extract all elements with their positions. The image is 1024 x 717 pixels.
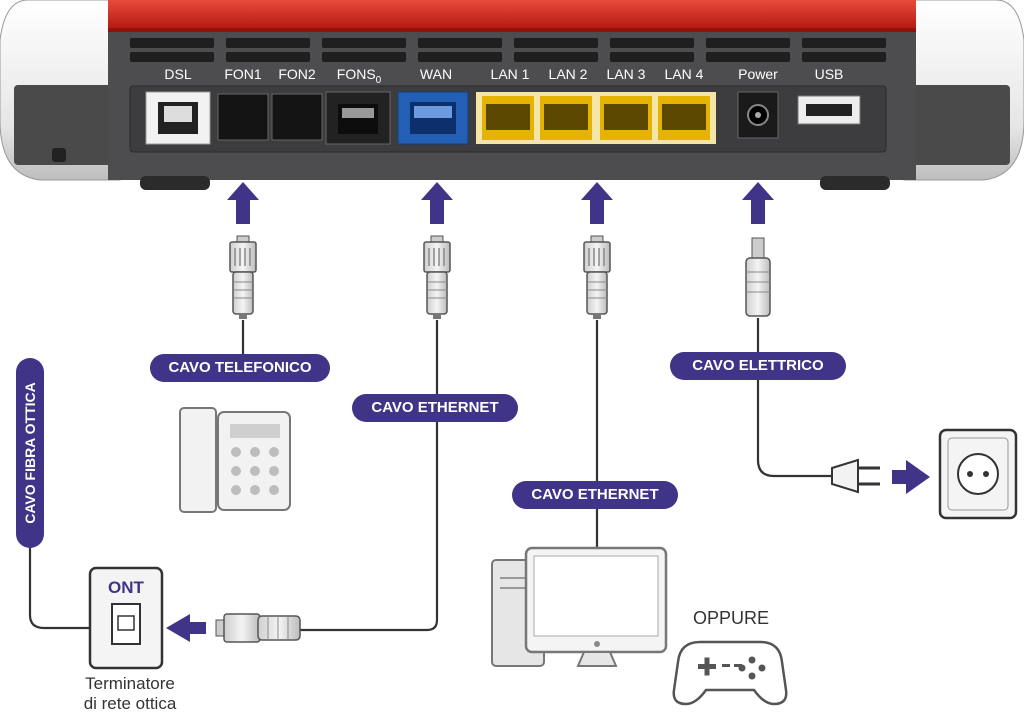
game-controller-icon (672, 640, 788, 706)
port-label-lan2: LAN 2 (548, 66, 588, 82)
lan-ethernet-cable-label: CAVO ETHERNET (512, 481, 678, 509)
lan-plug-icon (583, 235, 611, 320)
wan-ethernet-cable-label: CAVO ETHERNET (352, 394, 518, 422)
cables (28, 318, 832, 632)
usb-port (797, 95, 861, 125)
wan-port (397, 91, 469, 145)
wan-plug-icon (423, 235, 451, 320)
power-cable-label: CAVO ELETTRICO (670, 352, 846, 380)
fons0-port (325, 91, 391, 145)
power-plug-icon (745, 237, 771, 317)
or-label: OPPURE (692, 608, 770, 628)
port-label-power: Power (738, 66, 778, 82)
port-label-lan4: LAN 4 (664, 66, 704, 82)
router (0, 0, 1024, 190)
port-label-usb: USB (814, 66, 844, 82)
ont-label: ONT (108, 578, 144, 597)
port-label-fon1: FON1 (224, 66, 262, 82)
dsl-port (145, 91, 211, 145)
power-arrow-icon (742, 182, 774, 224)
power-plug-prongs-icon (831, 458, 880, 494)
power-port (737, 91, 779, 139)
port-label-wan: WAN (419, 66, 453, 82)
fon2-port (271, 93, 323, 141)
phone-arrow-icon (227, 182, 259, 224)
phone-cable-label: CAVO TELEFONICO (150, 354, 330, 382)
telephone-icon (179, 407, 291, 513)
port-label-dsl: DSL (164, 66, 192, 82)
ont-caption-line-1: Terminatore (85, 674, 175, 693)
socket-arrow-icon (892, 460, 930, 494)
ont-box-icon (88, 566, 164, 670)
port-label-fon2: FON2 (278, 66, 316, 82)
phone-plug-icon (229, 235, 257, 320)
port-label-lan3: LAN 3 (606, 66, 646, 82)
lan-arrow-icon (581, 182, 613, 224)
lan-ports (476, 92, 716, 144)
ont-caption: Terminatore di rete ottica (50, 674, 210, 714)
fiber-cable-label: CAVO FIBRA OTTICA (16, 358, 44, 548)
computer-icon (491, 546, 668, 667)
ont-plug-icon (215, 613, 301, 643)
port-label-fons0: FONS0 (336, 66, 382, 86)
ont-caption-line-2: di rete ottica (83, 694, 177, 713)
port-label-lan1: LAN 1 (490, 66, 530, 82)
ont-arrow-icon (166, 614, 206, 642)
wall-socket-icon (938, 428, 1018, 520)
wan-arrow-icon (421, 182, 453, 224)
fon1-port (217, 93, 269, 141)
